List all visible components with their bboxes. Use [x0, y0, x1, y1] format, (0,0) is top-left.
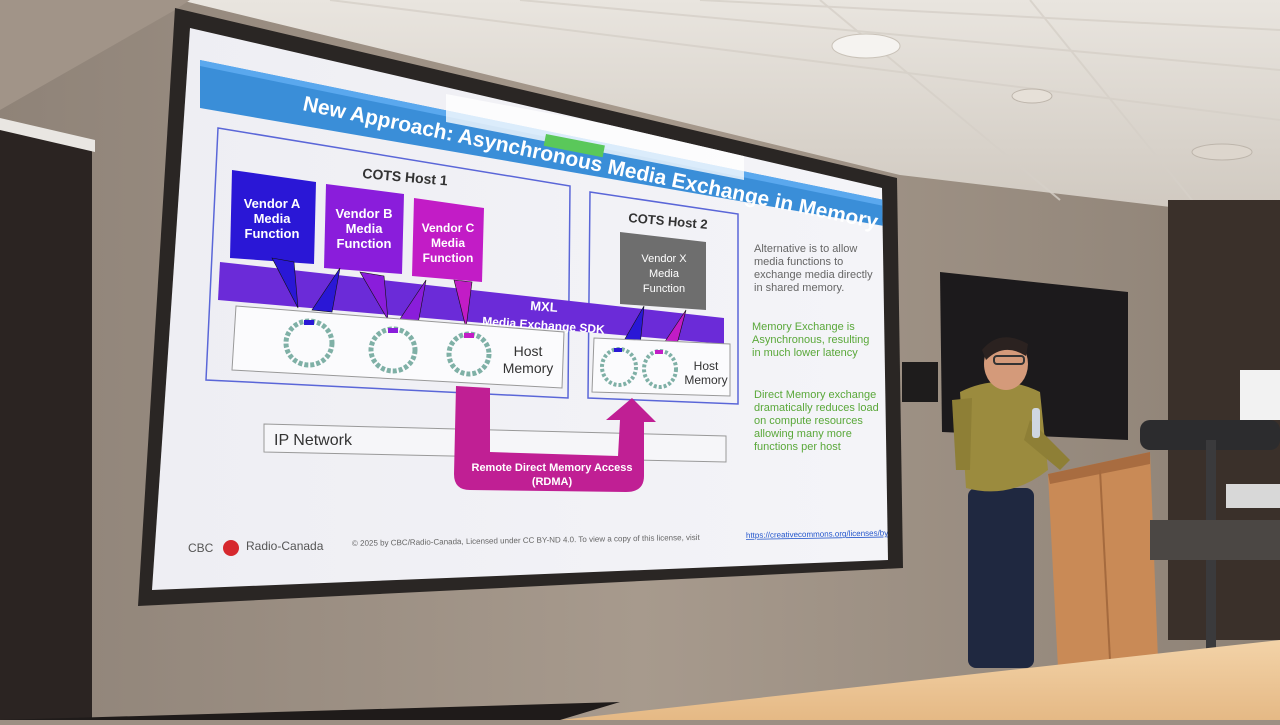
memory-ring	[368, 326, 418, 374]
presenter	[952, 337, 1070, 668]
cots-host-1-label: COTS Host 1	[362, 165, 449, 188]
footer-license-text: © 2025 by CBC/Radio-Canada, Licensed und…	[352, 533, 701, 548]
ceiling-light	[831, 33, 901, 59]
toolbar-status-pill	[543, 133, 605, 158]
footer-cbc-logo-text: CBC	[188, 541, 214, 555]
ip-network-box	[263, 423, 727, 463]
cbc-gem-icon	[223, 540, 239, 556]
cots-host-1-box	[205, 127, 571, 399]
host-memory-1-box	[231, 305, 565, 389]
ceiling	[180, 0, 1280, 220]
memory-ring	[642, 349, 678, 389]
meeting-toolbar[interactable]	[446, 94, 744, 180]
footer-license-link: https://creativecommons.org/licenses/by-…	[746, 528, 916, 540]
rdma-label: Remote Direct Memory Access	[472, 462, 633, 474]
cots-host-2-label: COTS Host 2	[628, 210, 708, 232]
av-camera	[1140, 420, 1280, 450]
table	[560, 640, 1280, 720]
rdma-arrow	[454, 386, 656, 492]
podium	[1048, 452, 1158, 668]
rdma-abbrev-label: (RDMA)	[532, 476, 573, 488]
footer-radio-canada-text: Radio-Canada	[246, 539, 324, 553]
left-door	[0, 125, 92, 720]
slide-header-bar	[200, 60, 884, 226]
mxl-label: MXL	[530, 298, 558, 315]
mxl-band	[218, 262, 724, 344]
ip-network-label: IP Network	[274, 432, 353, 449]
